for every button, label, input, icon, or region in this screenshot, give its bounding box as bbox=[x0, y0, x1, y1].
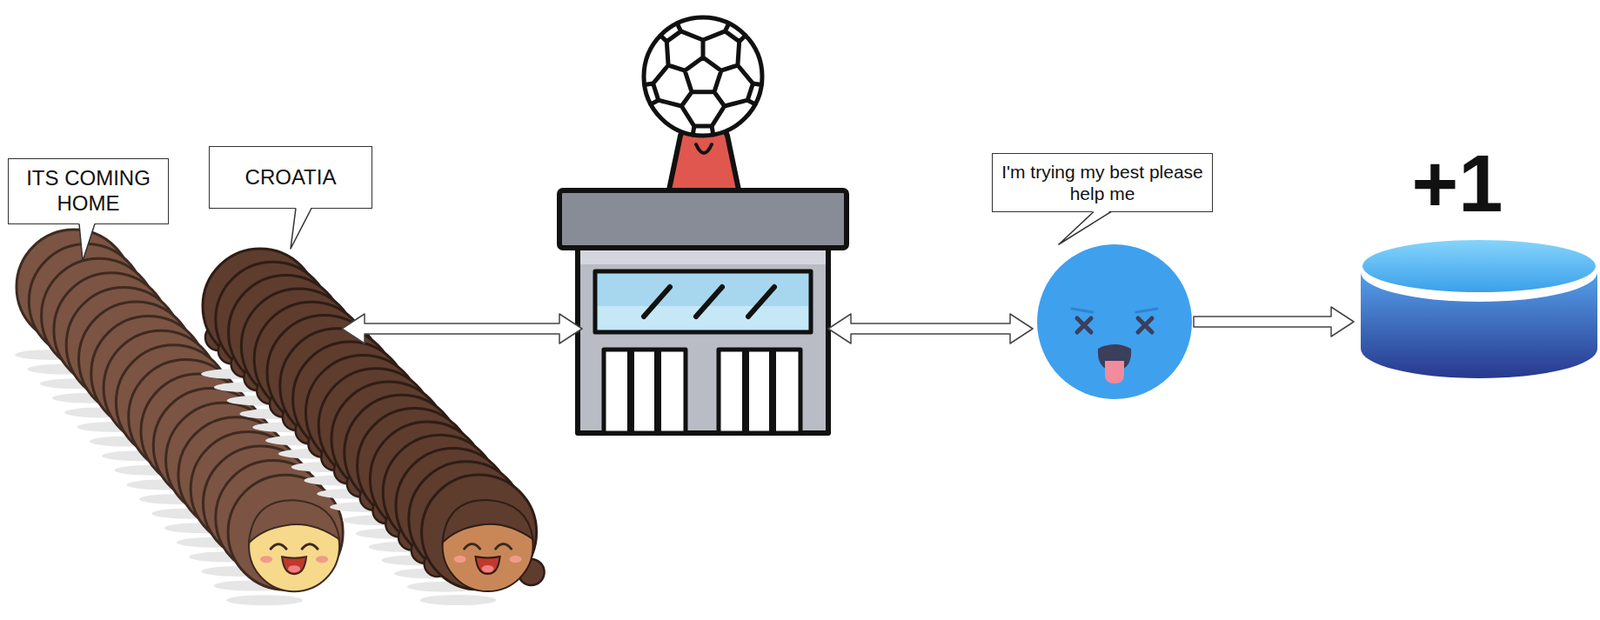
speech-bubble: I'm trying my best please help me bbox=[991, 153, 1213, 213]
soccer-ball bbox=[643, 17, 763, 136]
shop-door bbox=[603, 349, 686, 434]
bubble-text: ITS COMING HOME bbox=[17, 166, 160, 217]
door-bar bbox=[627, 351, 635, 432]
bubble-tail bbox=[208, 207, 373, 260]
bubble-tail bbox=[7, 222, 169, 275]
tongue bbox=[482, 565, 495, 573]
double-arrow bbox=[828, 314, 1033, 344]
brow bbox=[1136, 308, 1158, 313]
tail-fill bbox=[290, 207, 312, 249]
tail-outline bbox=[79, 223, 95, 262]
speech-bubble: ITS COMING HOME bbox=[7, 158, 169, 225]
shop-window bbox=[595, 271, 811, 333]
ball-seams bbox=[644, 23, 763, 135]
tail-outline bbox=[290, 208, 312, 250]
blush bbox=[454, 555, 467, 563]
tail-fill bbox=[79, 222, 95, 262]
eye bbox=[270, 544, 287, 550]
smile bbox=[475, 556, 501, 575]
eye bbox=[301, 544, 318, 550]
shop-icon bbox=[559, 130, 847, 434]
database-cylinder: +1 bbox=[1360, 237, 1598, 380]
bubble-tail bbox=[991, 210, 1213, 263]
dead-face: I'm trying my best please help me bbox=[1035, 242, 1194, 402]
x-eye bbox=[1138, 318, 1152, 333]
door-bar bbox=[742, 351, 750, 432]
ball-outline bbox=[643, 17, 763, 136]
face-circle bbox=[1037, 244, 1192, 400]
tail-fill bbox=[1058, 210, 1112, 245]
bag-handle bbox=[696, 144, 712, 154]
face-shadow bbox=[420, 595, 497, 606]
db-top bbox=[1362, 240, 1596, 293]
window-glint bbox=[696, 287, 723, 317]
crowd-group bbox=[14, 229, 545, 606]
hollow-arrow bbox=[1193, 307, 1354, 337]
shop-door bbox=[718, 349, 801, 434]
speech-bubble: CROATIA bbox=[208, 146, 373, 209]
shop-bag bbox=[668, 130, 740, 195]
shop-roof bbox=[559, 190, 847, 248]
dead-face-icon bbox=[1035, 242, 1194, 402]
blush bbox=[315, 555, 329, 563]
double-arrow bbox=[341, 314, 583, 344]
tongue bbox=[1104, 361, 1125, 384]
brow bbox=[1071, 308, 1093, 313]
bubble-text: CROATIA bbox=[245, 165, 337, 191]
database-icon bbox=[1360, 237, 1598, 380]
bubble-text: I'm trying my best please help me bbox=[1001, 160, 1204, 205]
smile bbox=[281, 556, 307, 575]
tongue bbox=[287, 565, 301, 573]
window-glint bbox=[748, 287, 775, 317]
eye bbox=[464, 544, 481, 550]
tail-outline bbox=[1058, 212, 1112, 246]
shop-body bbox=[577, 247, 829, 434]
blush bbox=[260, 555, 273, 563]
hair-bangs bbox=[248, 500, 340, 543]
face-shadow bbox=[226, 595, 303, 606]
shop-band bbox=[580, 250, 826, 265]
x-eye bbox=[1077, 318, 1092, 333]
count-label: +1 bbox=[1338, 143, 1576, 224]
blush bbox=[509, 555, 523, 563]
eye bbox=[495, 544, 512, 550]
window-glint bbox=[643, 287, 670, 317]
door-bar bbox=[654, 351, 662, 432]
hair-bangs bbox=[442, 500, 534, 543]
door-bar bbox=[769, 351, 777, 432]
